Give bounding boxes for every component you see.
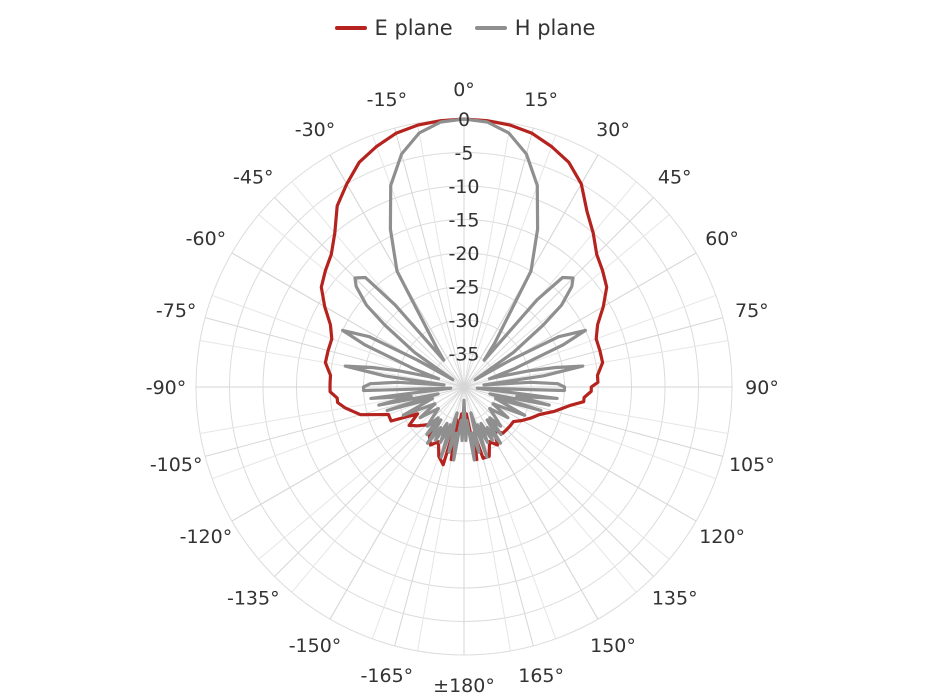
radial-tick-label: -15: [448, 210, 479, 232]
grid-spoke-minor: [463, 386, 729, 435]
angle-tick-label: 30°: [596, 119, 630, 141]
angle-tick-label: 0°: [453, 79, 475, 101]
legend-label-h-plane: H plane: [514, 16, 596, 40]
polar-grid: [195, 118, 733, 656]
angle-tick-label: -165°: [361, 665, 414, 687]
grid-spoke-minor: [199, 339, 465, 388]
grid-spoke-major: [463, 197, 654, 388]
angle-tick-label: 60°: [705, 228, 739, 250]
grid-spoke-minor: [371, 134, 465, 388]
angle-tick-label: 75°: [735, 300, 769, 322]
radial-tick-label: -10: [448, 176, 479, 198]
angle-tick-label: 105°: [729, 454, 775, 476]
grid-spoke-major: [329, 386, 465, 620]
angle-tick-label: ±180°: [433, 675, 495, 696]
legend-item-h-plane[interactable]: H plane: [474, 16, 596, 40]
angle-tick-label: -120°: [180, 526, 233, 548]
grid-spoke-minor: [463, 122, 512, 388]
grid-spoke-major: [463, 386, 599, 620]
angle-tick-label: -15°: [367, 89, 408, 111]
angle-tick-label: -60°: [186, 228, 227, 250]
angle-tick-label: -30°: [295, 119, 336, 141]
radial-tick-label: -25: [448, 277, 479, 299]
grid-spoke-major: [463, 386, 697, 522]
grid-spoke-minor: [463, 181, 637, 388]
series-line-h-plane: [341, 117, 587, 462]
angle-tick-label: -45°: [233, 166, 274, 188]
angle-tick-label: -105°: [150, 454, 203, 476]
grid-spoke-minor: [258, 386, 465, 560]
legend-label-e-plane: E plane: [374, 16, 453, 40]
angle-tick-label: 45°: [658, 166, 692, 188]
angle-tick-label: 90°: [745, 377, 779, 399]
angle-tick-label: 165°: [518, 665, 564, 687]
grid-spoke-minor: [463, 386, 670, 560]
angle-tick-label: 120°: [699, 526, 745, 548]
grid-spoke-major: [231, 386, 465, 522]
angle-tick-label: -150°: [289, 635, 342, 657]
grid-spoke-minor: [416, 122, 465, 388]
grid-spoke-major: [394, 128, 465, 388]
grid-spoke-minor: [199, 386, 465, 435]
angle-tick-label: 15°: [524, 89, 558, 111]
grid-spoke-minor: [463, 134, 557, 388]
angle-tick-label: 135°: [652, 588, 698, 610]
angle-tick-label: -75°: [156, 300, 197, 322]
grid-spoke-minor: [258, 214, 465, 388]
radial-tick-label: -5: [455, 143, 474, 165]
angle-tick-label: -90°: [146, 377, 187, 399]
radial-tick-label: -20: [448, 243, 479, 265]
angle-tick-label: 150°: [590, 635, 636, 657]
legend-item-e-plane[interactable]: E plane: [334, 16, 453, 40]
legend-swatch-h-plane: [474, 26, 507, 30]
legend: E plane H plane: [0, 16, 930, 40]
grid-spoke-minor: [463, 339, 729, 388]
angle-tick-label: -135°: [227, 588, 280, 610]
legend-swatch-e-plane: [334, 26, 367, 30]
grid-spoke-minor: [463, 386, 512, 652]
radial-tick-label: -30: [448, 310, 479, 332]
radial-tick-label: 0: [458, 109, 470, 131]
radial-tick-label: -35: [448, 344, 479, 366]
grid-spoke-minor: [463, 214, 670, 388]
grid-spoke-major: [274, 197, 465, 388]
grid-spoke-major: [463, 128, 534, 388]
